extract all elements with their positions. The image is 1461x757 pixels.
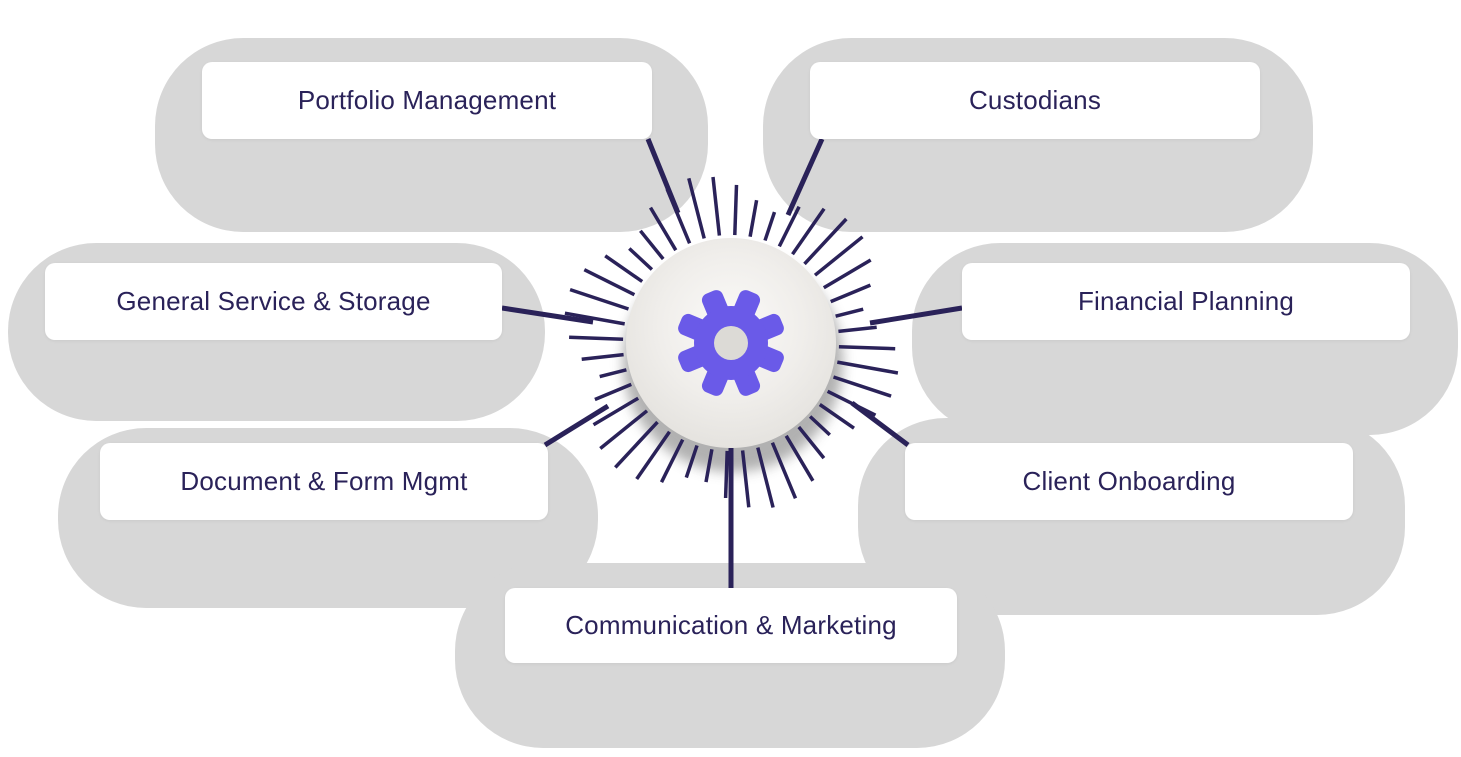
node-label: Document & Form Mgmt [180, 466, 468, 496]
node-label: Custodians [968, 85, 1102, 115]
node-client-onboarding: Client Onboarding [905, 443, 1353, 520]
node-custodians: Custodians [810, 62, 1260, 139]
sunburst-ticks [564, 176, 899, 508]
node-document-form-mgmt: Document & Form Mgmt [100, 443, 548, 520]
connector-lines [501, 137, 963, 588]
node-label: Portfolio Management [297, 85, 557, 115]
node-label: Client Onboarding [1022, 466, 1236, 496]
node-label: Financial Planning [1077, 286, 1295, 316]
node-financial-planning: Financial Planning [962, 263, 1410, 340]
node-general-service-storage: General Service & Storage [45, 263, 502, 340]
node-label: General Service & Storage [116, 286, 431, 316]
gear-icon [678, 290, 784, 396]
node-label: Communication & Marketing [565, 610, 897, 640]
node-communication-marketing: Communication & Marketing [505, 588, 957, 663]
node-portfolio-management: Portfolio Management [202, 62, 652, 139]
